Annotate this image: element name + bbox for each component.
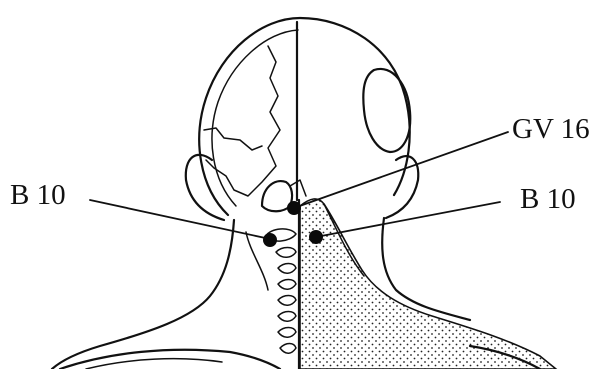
skull-shading xyxy=(363,69,410,152)
left-scapula-edge xyxy=(86,359,222,369)
left-ear xyxy=(186,155,224,220)
b10-left-label: B 10 xyxy=(10,179,66,211)
neck-left-outline xyxy=(52,220,234,369)
gv16-leader-line xyxy=(294,132,508,208)
skull-inner-edge xyxy=(212,30,298,206)
b10-right-leader-line xyxy=(316,202,500,237)
gv16-label: GV 16 xyxy=(512,113,590,145)
b10-left-leader-line xyxy=(90,200,270,239)
midline xyxy=(297,22,299,369)
gv16-point xyxy=(287,201,301,215)
b10-left-point xyxy=(263,233,277,247)
b10-right-point xyxy=(309,230,323,244)
b10-right-label: B 10 xyxy=(520,183,576,215)
cervical-vertebrae xyxy=(266,229,296,353)
stippled-trapezius-region xyxy=(300,199,556,369)
